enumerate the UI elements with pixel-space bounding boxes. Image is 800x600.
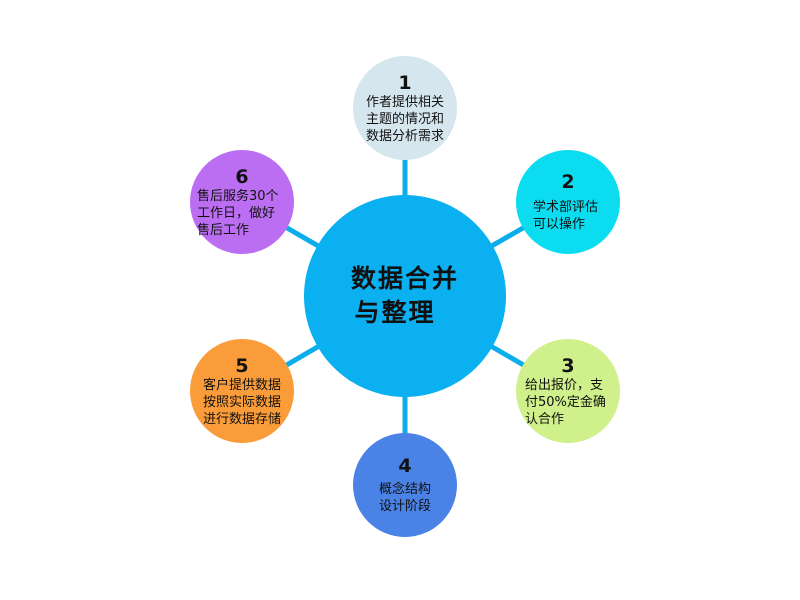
center-node: 数据合并 与整理	[304, 195, 506, 397]
step-number: 5	[235, 354, 249, 377]
step-text: 给出报价，支付50%定金确认合作	[525, 377, 606, 427]
center-title-line2: 与整理	[354, 298, 436, 327]
step-text: 客户提供数据按照实际数据进行数据存储	[202, 377, 281, 427]
step-node-5: 5 客户提供数据按照实际数据进行数据存储	[190, 339, 294, 443]
step-number: 6	[235, 165, 249, 188]
step-number: 2	[561, 171, 575, 193]
step-number: 4	[398, 455, 412, 477]
step-node-3: 3 给出报价，支付50%定金确认合作	[516, 339, 620, 443]
step-text: 作者提供相关主题的情况和数据分析需求	[365, 94, 444, 144]
step-text: 概念结构设计阶段	[378, 482, 431, 514]
step-node-6: 6 售后服务30个工作日，做好售后工作	[190, 150, 294, 254]
step-node-2: 2 学术部评估可以操作	[516, 150, 620, 254]
step-node-1: 1 作者提供相关主题的情况和数据分析需求	[353, 56, 457, 160]
step-number: 3	[561, 354, 575, 377]
step-node-4: 4 概念结构设计阶段	[353, 433, 457, 537]
center-title-line1: 数据合并	[350, 264, 459, 293]
step-text: 售后服务30个工作日，做好售后工作	[197, 188, 279, 238]
step-text: 学术部评估可以操作	[533, 200, 599, 232]
step-number: 1	[398, 71, 412, 94]
